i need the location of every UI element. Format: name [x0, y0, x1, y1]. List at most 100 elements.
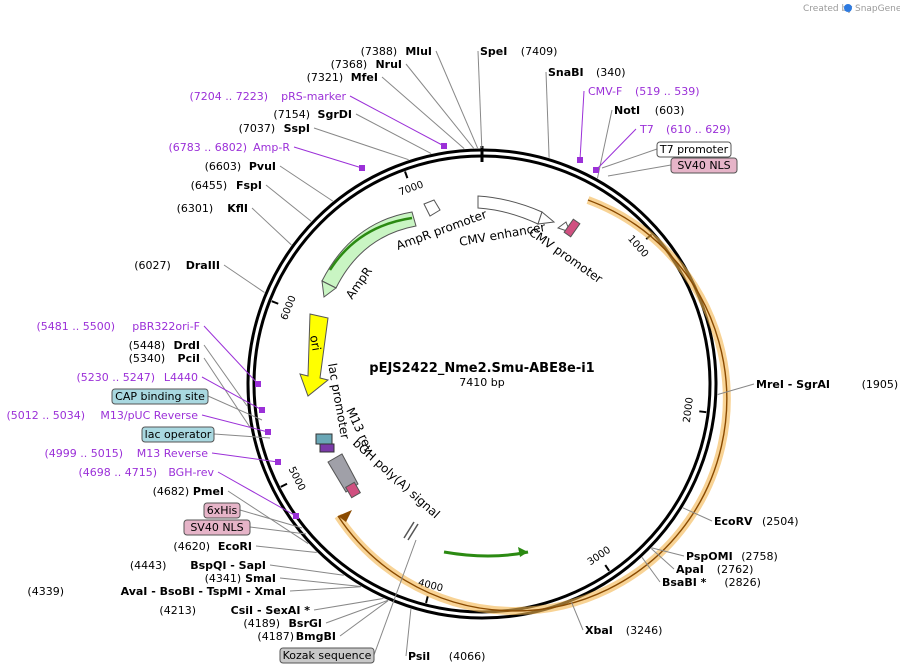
site-name: SgrDI	[318, 108, 352, 121]
primer-leader	[349, 95, 445, 147]
site-name: BsaBI *	[662, 576, 707, 589]
site-name: PciI	[178, 352, 200, 365]
plasmid-size: 7410 bp	[459, 376, 504, 389]
site-name: MfeI	[351, 71, 378, 84]
site-position: (4213)	[159, 604, 196, 617]
primer-name: L4440	[164, 371, 198, 384]
site-position: (4066)	[449, 650, 486, 663]
primer-mark	[593, 167, 599, 173]
feature-box	[111, 388, 209, 405]
callout-group: SpeI(7409)SnaBI(340)NotI(603)MreI - SgrA…	[6, 45, 898, 664]
site-position: (2826)	[724, 576, 761, 589]
primer-position: (610 .. 629)	[666, 123, 731, 136]
site-position: (7388)	[361, 45, 398, 58]
feature-box	[656, 141, 732, 158]
site-position: (3246)	[626, 624, 663, 637]
primer-name: T7	[639, 123, 654, 136]
lac-feature	[315, 433, 333, 445]
site-position: (5340)	[129, 352, 166, 365]
site-position: (7037)	[239, 122, 276, 135]
site-name: PvuI	[249, 160, 276, 173]
site-name: FspI	[236, 179, 262, 192]
site-leader	[435, 50, 479, 149]
plasmid-name: pEJS2422_Nme2.Smu-ABE8e-i1	[369, 361, 594, 376]
feature-box	[670, 157, 738, 174]
primer-mark	[255, 381, 261, 387]
bgh-feature	[327, 453, 359, 493]
feature-leader	[601, 148, 658, 169]
feature-box-label: CAP binding site	[115, 390, 205, 403]
feature-box-label: 6xHis	[207, 504, 238, 517]
site-leader	[405, 608, 412, 657]
feature-box	[183, 519, 251, 536]
site-leader	[477, 50, 483, 149]
site-leader	[651, 547, 685, 557]
site-name: SpeI	[480, 45, 507, 58]
credit-brand: SnapGene	[855, 4, 900, 14]
tick-mark	[604, 564, 611, 572]
site-name: BmgBI	[296, 630, 336, 643]
site-leader	[545, 71, 550, 158]
site-position: (4339)	[27, 585, 64, 598]
feature-box-label: Kozak sequence	[283, 649, 372, 662]
site-name: BsrGI	[289, 617, 322, 630]
tick-label: 7000	[397, 179, 425, 198]
site-name: EcoRI	[218, 540, 252, 553]
label-lac-promoter: lac promoter	[325, 362, 352, 440]
orf-arc-band	[334, 196, 731, 615]
site-position: (4341)	[205, 572, 242, 585]
feature-box-label: SV40 NLS	[190, 521, 243, 534]
primer-leader	[595, 128, 637, 171]
site-name: XbaI	[585, 624, 613, 637]
credit-text: Created by	[803, 4, 853, 14]
ori-feature	[299, 313, 330, 397]
site-position: (7321)	[307, 71, 344, 84]
site-leader	[313, 597, 384, 611]
site-name: PsiI	[408, 650, 430, 663]
feature-leader	[249, 526, 307, 535]
site-position: (6603)	[205, 160, 242, 173]
site-position: (7409)	[521, 45, 558, 58]
site-name: BspQI - SapI	[190, 559, 266, 572]
primer-position: (7204 .. 7223)	[189, 90, 268, 103]
site-name: CsiI - SexAI *	[231, 604, 311, 617]
site-position: (7154)	[273, 108, 310, 121]
primer-name: Amp-R	[253, 141, 290, 154]
site-position: (6027)	[134, 259, 171, 272]
primer-mark	[265, 429, 271, 435]
feature-leader	[607, 164, 672, 177]
snapgene-logo-icon	[844, 4, 852, 12]
site-name: DraIII	[186, 259, 220, 272]
ampr-arrowhead	[321, 280, 337, 298]
site-leader	[571, 602, 584, 631]
site-position: (2762)	[717, 563, 754, 576]
primer-position: (4698 .. 4715)	[78, 466, 157, 479]
site-name: NotI	[614, 104, 640, 117]
tick-label: 6000	[279, 294, 299, 322]
primer-leader	[211, 452, 279, 463]
tick-mark	[699, 410, 707, 414]
site-name: MluI	[405, 45, 432, 58]
site-position: (7368)	[331, 58, 368, 71]
primer-position: (5481 .. 5500)	[36, 320, 115, 333]
primer-position: (6783 .. 6802)	[168, 141, 247, 154]
site-name: SmaI	[245, 572, 276, 585]
site-name: NruI	[375, 58, 402, 71]
site-leader	[269, 564, 344, 576]
site-leader	[289, 586, 362, 592]
kozak-mark-1	[403, 521, 415, 539]
site-name: PspOMI	[686, 550, 733, 563]
site-position: (2504)	[762, 515, 799, 528]
primer-position: (5230 .. 5247)	[76, 371, 155, 384]
primer-mark	[275, 459, 281, 465]
primer-mark	[259, 407, 265, 413]
site-leader	[405, 63, 474, 149]
site-leader	[641, 557, 661, 583]
ampr-inner-line	[328, 216, 413, 271]
feature-leader	[373, 539, 417, 656]
primer-mark	[293, 513, 299, 519]
primer-name: pRS-marker	[281, 90, 346, 103]
site-leader	[223, 264, 265, 293]
primer-name: M13/pUC Reverse	[100, 409, 198, 422]
site-leader	[717, 383, 755, 395]
